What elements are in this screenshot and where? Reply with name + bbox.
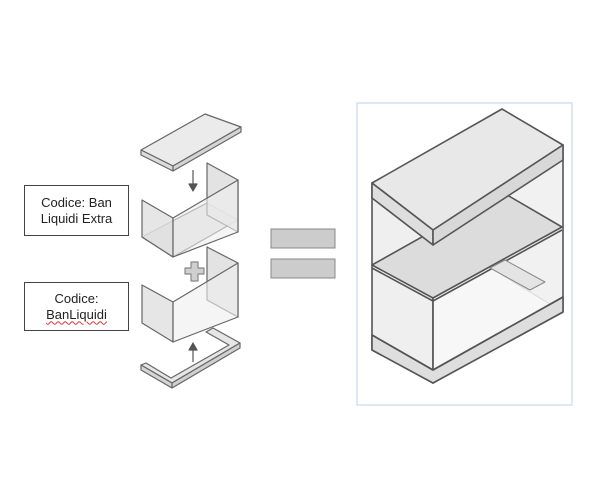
- upper-label-line1: Codice: Ban: [41, 194, 112, 210]
- arrow-up-icon: [188, 342, 198, 362]
- plus-icon: [184, 261, 205, 282]
- upper-label-line2: Liquidi Extra: [40, 210, 113, 226]
- bottom-base-frame: [140, 327, 241, 389]
- assembled-cabinet: [371, 108, 564, 384]
- lower-side-panels: [141, 246, 239, 343]
- top-lid: [140, 113, 242, 172]
- lower-label-line1: Codice:: [54, 290, 99, 306]
- equals-icon: [270, 228, 336, 279]
- arrow-down-icon: [188, 170, 198, 192]
- lower-label-line2: BanLiquidi: [46, 306, 107, 322]
- label-lower-part: Codice: BanLiquidi: [24, 282, 129, 331]
- label-upper-part: Codice: Ban Liquidi Extra: [24, 185, 129, 236]
- upper-side-panels: [141, 162, 239, 258]
